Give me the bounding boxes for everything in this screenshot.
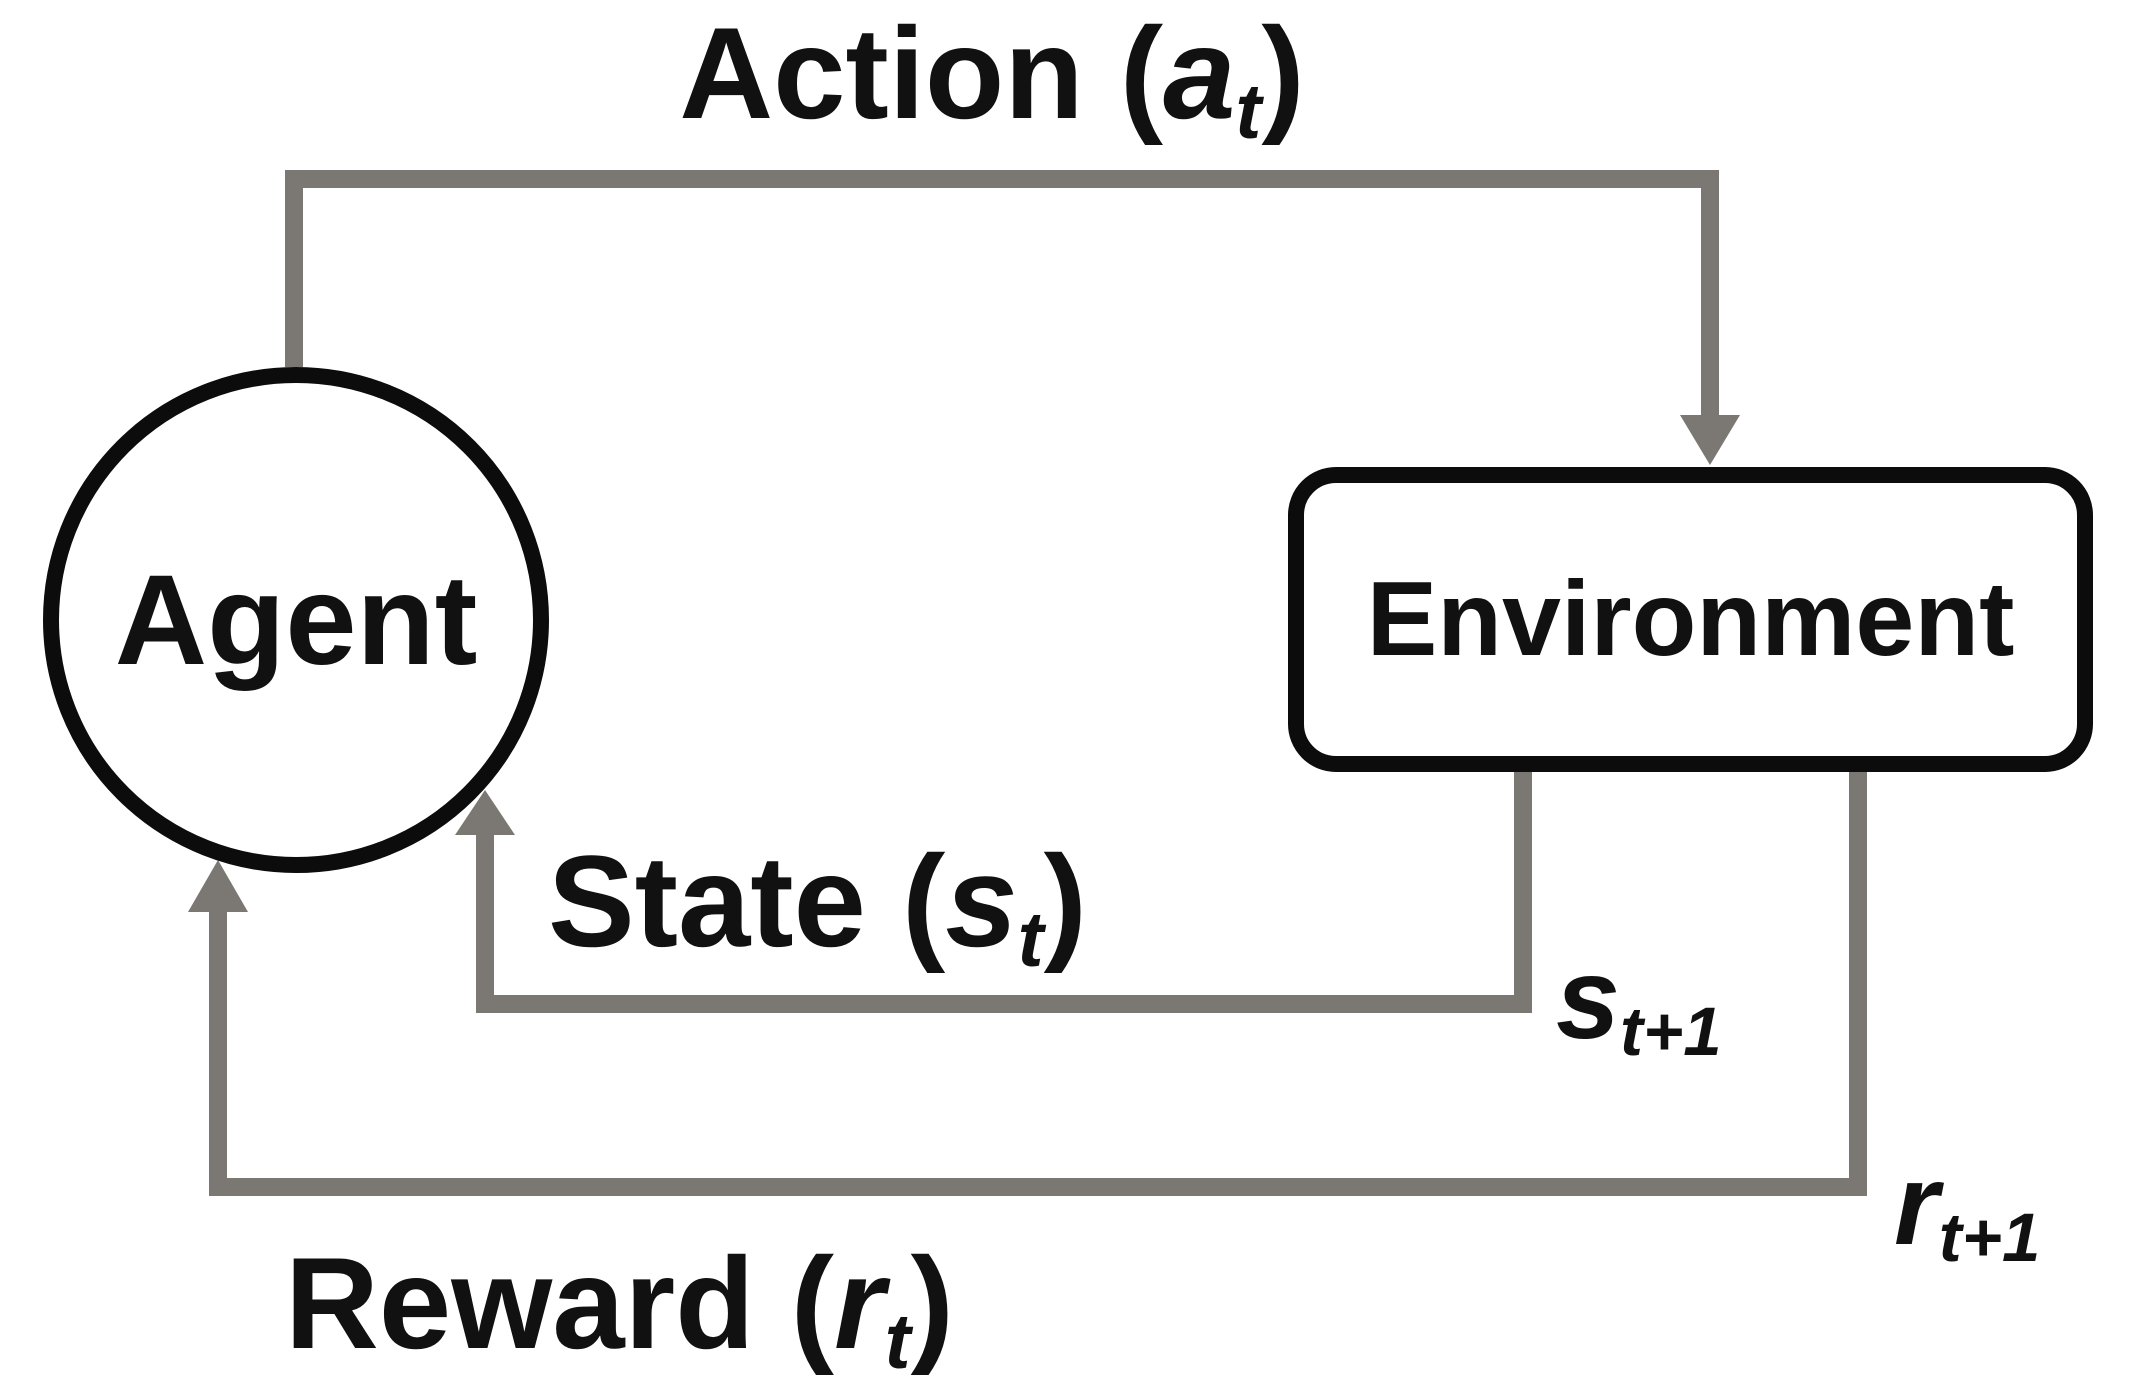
agent-node: Agent <box>43 367 549 873</box>
reward-label-prefix: Reward ( <box>285 1230 835 1376</box>
next-state-subscript: t+1 <box>1619 993 1722 1071</box>
reward-edge-label: Reward (rt) <box>285 1238 954 1380</box>
action-arrowhead-icon <box>1680 415 1740 465</box>
next-reward-signal-label: rt+1 <box>1894 1148 2040 1273</box>
action-label-suffix: ) <box>1261 0 1305 146</box>
action-label-prefix: Action ( <box>679 0 1164 146</box>
next-state-signal-label: st+1 <box>1556 942 1722 1067</box>
state-line-vertical-right <box>1514 772 1532 1013</box>
environment-node: Environment <box>1288 467 2093 772</box>
action-variable: a <box>1163 0 1236 146</box>
state-line-horizontal <box>476 995 1532 1013</box>
state-edge-label: State (st) <box>548 836 1087 978</box>
reward-arrowhead-icon <box>188 860 248 912</box>
action-edge-label: Action (at) <box>679 8 1304 150</box>
action-line-vertical-left <box>285 170 303 367</box>
state-label-suffix: ) <box>1043 828 1087 974</box>
action-subscript: t <box>1235 66 1262 155</box>
next-state-variable: s <box>1556 935 1620 1063</box>
reward-line-vertical-right <box>1849 772 1867 1196</box>
reward-variable: r <box>834 1230 885 1376</box>
reward-line-horizontal <box>209 1178 1867 1196</box>
reward-line-vertical-left <box>209 912 227 1196</box>
state-variable: s <box>945 828 1018 974</box>
next-reward-subscript: t+1 <box>1938 1199 2041 1277</box>
reward-label-suffix: ) <box>910 1230 954 1376</box>
state-line-vertical-left <box>476 833 494 1013</box>
next-reward-variable: r <box>1894 1141 1939 1269</box>
environment-node-label: Environment <box>1366 560 2015 678</box>
state-subscript: t <box>1017 894 1044 983</box>
action-line-horizontal <box>285 170 1719 188</box>
agent-node-label: Agent <box>114 548 478 692</box>
state-label-prefix: State ( <box>548 828 946 974</box>
reward-subscript: t <box>884 1296 911 1385</box>
action-line-vertical-right <box>1701 170 1719 417</box>
